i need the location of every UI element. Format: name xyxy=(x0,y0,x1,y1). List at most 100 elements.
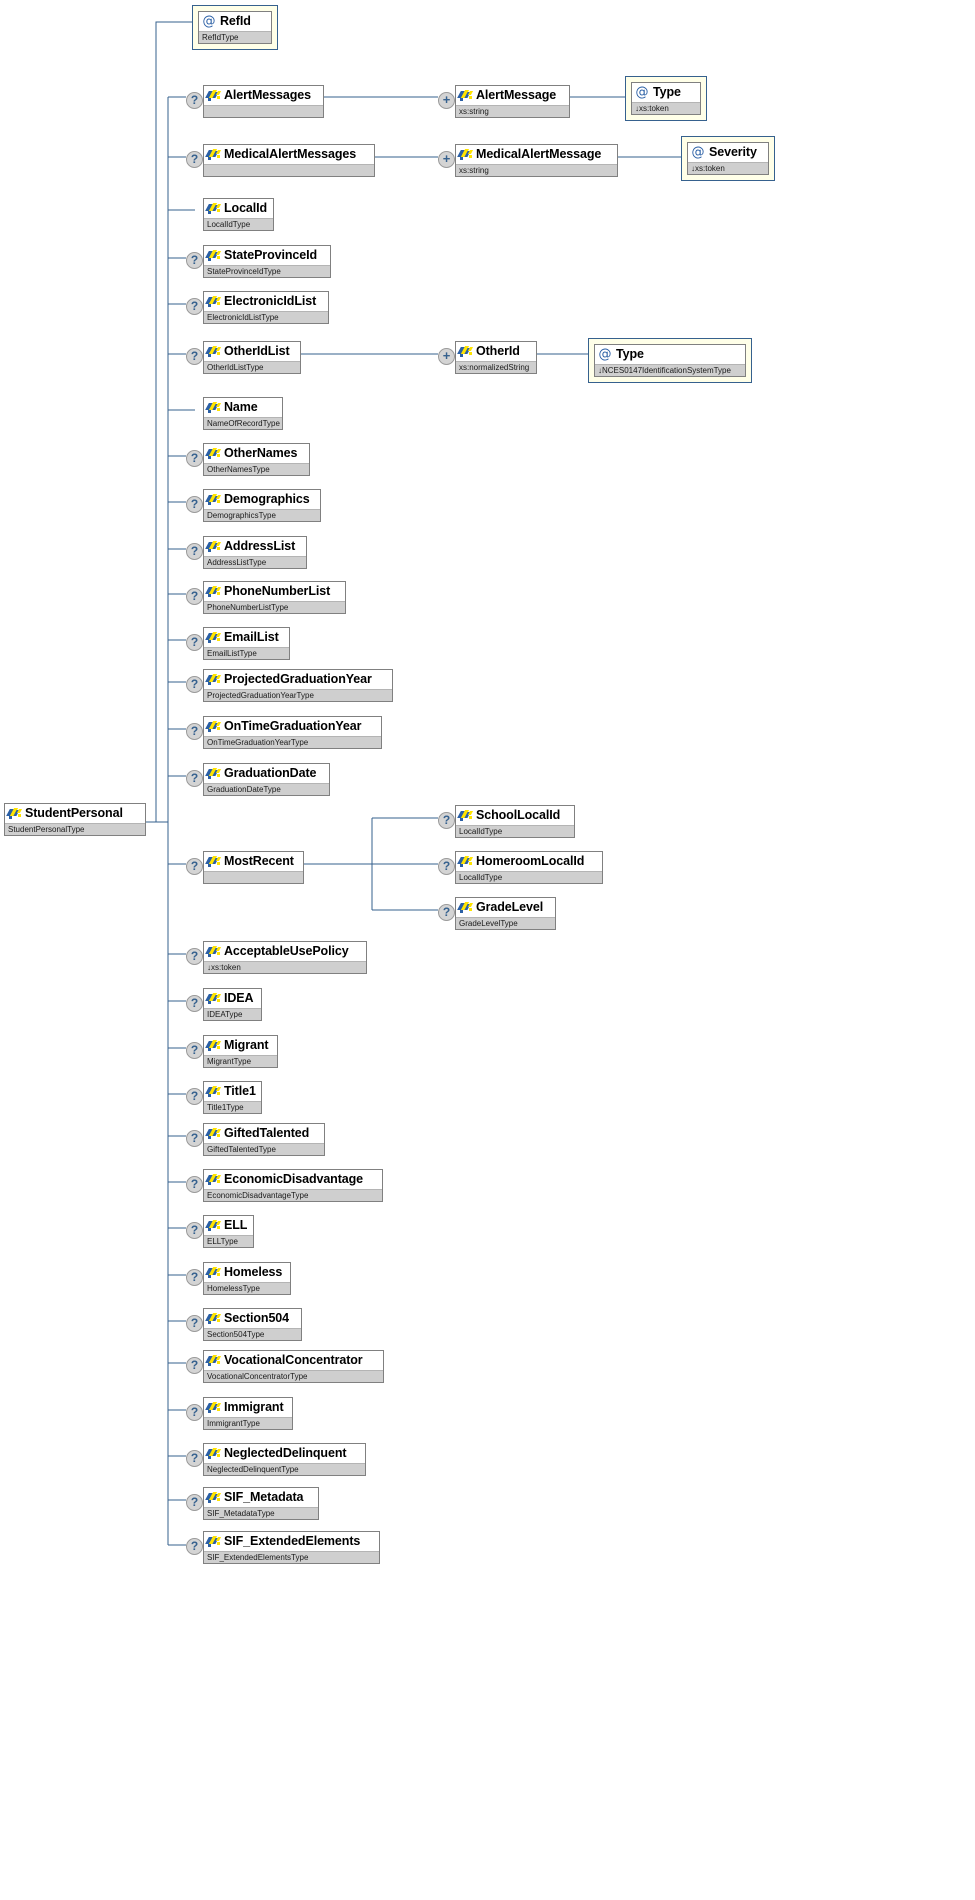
element-icon xyxy=(205,1220,221,1231)
optional-badge-immigrant[interactable]: ? xyxy=(186,1404,203,1421)
optional-badge-section504[interactable]: ? xyxy=(186,1315,203,1332)
optional-badge-alertmessages[interactable]: ? xyxy=(186,92,203,109)
sequence-badge-otherid[interactable]: + xyxy=(438,348,455,365)
node-medicalalertmessages[interactable]: MedicalAlertMessages xyxy=(203,144,375,177)
node-label: IDEA xyxy=(224,991,254,1005)
node-severity[interactable]: @Severity↓xs:token xyxy=(687,142,769,175)
optional-badge-schoollocalid[interactable]: ? xyxy=(438,812,455,829)
optional-badge-electronicidlist[interactable]: ? xyxy=(186,298,203,315)
node-label: Migrant xyxy=(224,1038,269,1052)
optional-badge-economicdisadvantage[interactable]: ? xyxy=(186,1176,203,1193)
optional-badge-ontimegraduationyear[interactable]: ? xyxy=(186,723,203,740)
optional-badge-idea[interactable]: ? xyxy=(186,995,203,1012)
node-type-label: EconomicDisadvantageType xyxy=(204,1189,382,1201)
node-title-row: GradeLevel xyxy=(456,898,555,917)
optional-badge-homeless[interactable]: ? xyxy=(186,1269,203,1286)
optional-badge-phonenumberlist[interactable]: ? xyxy=(186,588,203,605)
optional-badge-acceptableusepolicy[interactable]: ? xyxy=(186,948,203,965)
optional-badge-othernames[interactable]: ? xyxy=(186,450,203,467)
node-type-label: ELLType xyxy=(204,1235,253,1247)
optional-badge-stateprovinceid[interactable]: ? xyxy=(186,252,203,269)
optional-badge-graduationdate[interactable]: ? xyxy=(186,770,203,787)
optional-badge-migrant[interactable]: ? xyxy=(186,1042,203,1059)
node-acceptableusepolicy[interactable]: AcceptableUsePolicy↓xs:token xyxy=(203,941,367,974)
node-label: Section504 xyxy=(224,1311,290,1325)
optional-badge-addresslist[interactable]: ? xyxy=(186,543,203,560)
node-otherid-type[interactable]: @Type↓NCES0147IdentificationSystemType xyxy=(594,344,746,377)
node-mostrecent[interactable]: MostRecent xyxy=(203,851,304,884)
optional-badge-vocationalconcentrator[interactable]: ? xyxy=(186,1357,203,1374)
element-icon xyxy=(205,1040,221,1051)
optional-badge-homeroomlocalid[interactable]: ? xyxy=(438,858,455,875)
optional-badge-sif_extendedelements[interactable]: ? xyxy=(186,1538,203,1555)
node-label: MedicalAlertMessage xyxy=(476,147,602,161)
node-alertmessages[interactable]: AlertMessages xyxy=(203,85,324,118)
optional-badge-medicalalertmessages[interactable]: ? xyxy=(186,151,203,168)
node-type-label xyxy=(204,164,374,176)
node-label: Homeless xyxy=(224,1265,283,1279)
optional-badge-demographics[interactable]: ? xyxy=(186,496,203,513)
sequence-badge-medicalalertmessage[interactable]: + xyxy=(438,151,455,168)
optional-badge-sif_metadata[interactable]: ? xyxy=(186,1494,203,1511)
node-title-row: ProjectedGraduationYear xyxy=(204,670,392,689)
optional-badge-gradelevel[interactable]: ? xyxy=(438,904,455,921)
node-type-label: ↓xs:token xyxy=(688,162,768,174)
optional-badge-projectedgraduationyear[interactable]: ? xyxy=(186,676,203,693)
node-title-row: OtherNames xyxy=(204,444,309,463)
optional-badge-mostrecent[interactable]: ? xyxy=(186,858,203,875)
element-icon xyxy=(205,632,221,643)
node-alert-type[interactable]: @Type↓xs:token xyxy=(631,82,701,115)
element-icon xyxy=(205,1536,221,1547)
node-label: VocationalConcentrator xyxy=(224,1353,363,1367)
optional-badge-emaillist[interactable]: ? xyxy=(186,634,203,651)
node-title-row: Name xyxy=(204,398,282,417)
optional-badge-ell[interactable]: ? xyxy=(186,1222,203,1239)
optional-badge-neglecteddelinquent[interactable]: ? xyxy=(186,1450,203,1467)
optional-badge-giftedtalented[interactable]: ? xyxy=(186,1130,203,1147)
node-type-label: OtherIdListType xyxy=(204,361,300,373)
node-title-row: @Severity xyxy=(688,143,768,162)
node-type-label: LocalIdType xyxy=(456,825,574,837)
sequence-badge-alertmessage[interactable]: + xyxy=(438,92,455,109)
at-sign-icon: @ xyxy=(202,13,216,29)
optional-badge-otheridlist[interactable]: ? xyxy=(186,348,203,365)
node-label: GraduationDate xyxy=(224,766,317,780)
element-icon xyxy=(205,674,221,685)
optional-badge-title1[interactable]: ? xyxy=(186,1088,203,1105)
node-studentpersonal[interactable]: StudentPersonal StudentPersonalType xyxy=(4,803,146,836)
